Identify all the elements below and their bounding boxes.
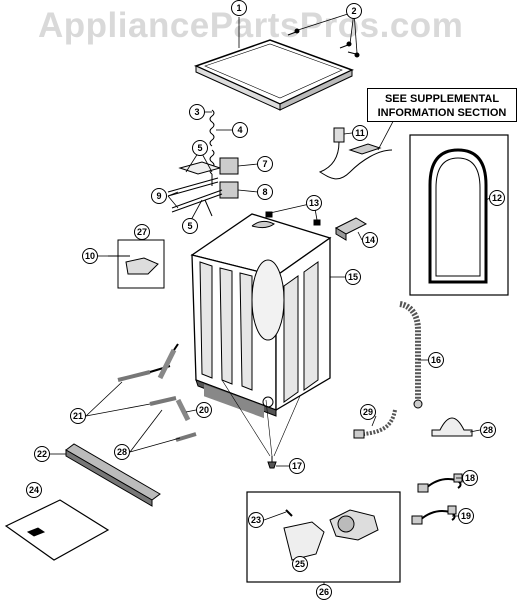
callout-12: 12 [489, 190, 505, 206]
callout-19: 19 [458, 508, 474, 524]
callout-22: 22 [34, 446, 50, 462]
supplemental-info-note: SEE SUPPLEMENTAL INFORMATION SECTION [367, 88, 517, 122]
bracket-box [108, 239, 165, 289]
callout-24: 24 [26, 482, 42, 498]
pump-box [246, 491, 401, 583]
callout-21: 21 [70, 408, 86, 424]
water-valve-assembly [167, 157, 239, 217]
top-panel [193, 39, 354, 111]
callout-18: 18 [462, 470, 478, 486]
callout-29: 29 [360, 404, 376, 420]
manual [4, 499, 110, 561]
callout-28-left: 28 [114, 444, 130, 460]
door-lock [334, 217, 368, 241]
callout-8: 8 [257, 184, 273, 200]
leveling-foot [221, 379, 301, 469]
callout-15: 15 [345, 269, 361, 285]
callout-17: 17 [289, 458, 305, 474]
hose-19 [411, 505, 457, 525]
callout-23: 23 [248, 512, 264, 528]
hose-18 [417, 473, 463, 493]
callout-11: 11 [352, 125, 368, 141]
hose-guide [431, 417, 473, 437]
inlet-hose [353, 409, 397, 439]
watermark: AppliancePartsPros.com [38, 6, 464, 45]
callout-5-top: 5 [192, 140, 208, 156]
callout-10: 10 [82, 248, 98, 264]
callout-14: 14 [362, 232, 378, 248]
callout-3: 3 [189, 104, 205, 120]
callout-26: 26 [316, 584, 332, 600]
drain-hose [399, 301, 423, 409]
callout-13: 13 [306, 195, 322, 211]
callout-2: 2 [346, 3, 362, 19]
callout-5-bottom: 5 [182, 218, 198, 234]
callout-1: 1 [231, 0, 247, 16]
callout-28-right: 28 [480, 422, 496, 438]
door-seal [409, 134, 509, 296]
callout-4: 4 [232, 122, 248, 138]
note-line-1: SEE SUPPLEMENTAL [384, 93, 500, 105]
note-line-2: INFORMATION SECTION [377, 107, 507, 119]
callout-20: 20 [196, 402, 212, 418]
wire-harness [318, 127, 393, 180]
callout-25: 25 [292, 556, 308, 572]
cabinet [190, 213, 332, 419]
callout-9: 9 [151, 188, 167, 204]
shock-absorbers [117, 343, 197, 442]
callout-27: 27 [134, 224, 150, 240]
kick-plate [65, 443, 161, 507]
suspension-spring [209, 109, 215, 186]
callout-16: 16 [428, 352, 444, 368]
callout-7: 7 [257, 156, 273, 172]
